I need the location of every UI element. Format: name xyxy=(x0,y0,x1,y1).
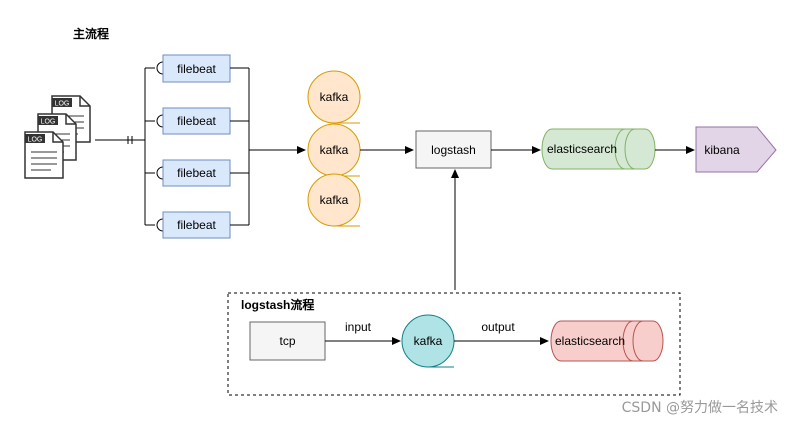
kibana-label: kibana xyxy=(704,143,740,157)
kibana-node: kibana xyxy=(695,126,777,173)
elasticsearch-label: elasticsearch xyxy=(547,142,617,156)
tcp-label: tcp xyxy=(279,334,295,348)
logs-to-filebeat-connector xyxy=(95,61,164,232)
kafka-queue-node: kafka xyxy=(307,173,361,227)
input-label: input xyxy=(345,320,372,334)
logstash-label: logstash xyxy=(431,143,476,157)
output-label: output xyxy=(481,320,515,334)
filebeat-label: filebeat xyxy=(177,166,216,180)
log-badge: LOG xyxy=(55,101,70,108)
filebeat-node: filebeat xyxy=(162,54,231,83)
kafka-label: kafka xyxy=(414,334,443,348)
filebeat-node: filebeat xyxy=(162,211,231,239)
filebeat-label: filebeat xyxy=(177,114,216,128)
watermark: CSDN @努力做一名技术 xyxy=(622,400,778,416)
kafka-queue-node: kafka xyxy=(307,70,361,124)
filebeat-to-kafka-connector xyxy=(230,67,306,226)
tcp-node: tcp xyxy=(249,321,326,361)
log-files-icon: LOG LOG LOG xyxy=(24,95,91,179)
main-flow-title: 主流程 xyxy=(73,26,109,41)
filebeat-node: filebeat xyxy=(162,159,231,187)
filebeat-node: filebeat xyxy=(162,107,231,135)
elasticsearch-node: elasticsearch xyxy=(541,128,656,170)
kafka-label: kafka xyxy=(320,143,349,157)
kafka-label: kafka xyxy=(320,193,349,207)
elasticsearch-label: elasticsearch xyxy=(555,334,625,348)
filebeat-label: filebeat xyxy=(177,62,216,76)
kafka-label: kafka xyxy=(320,90,349,104)
filebeat-label: filebeat xyxy=(177,218,216,232)
kafka-queue-node: kafka xyxy=(307,123,361,177)
logstash-flow-title: logstash流程 xyxy=(241,297,314,312)
log-badge: LOG xyxy=(41,119,56,126)
log-badge: LOG xyxy=(28,137,43,144)
logstash-flow-container xyxy=(227,292,681,396)
elasticsearch-node: elasticsearch xyxy=(550,320,664,362)
logstash-node: logstash xyxy=(415,130,492,169)
kafka-queue-node: kafka xyxy=(401,314,455,368)
